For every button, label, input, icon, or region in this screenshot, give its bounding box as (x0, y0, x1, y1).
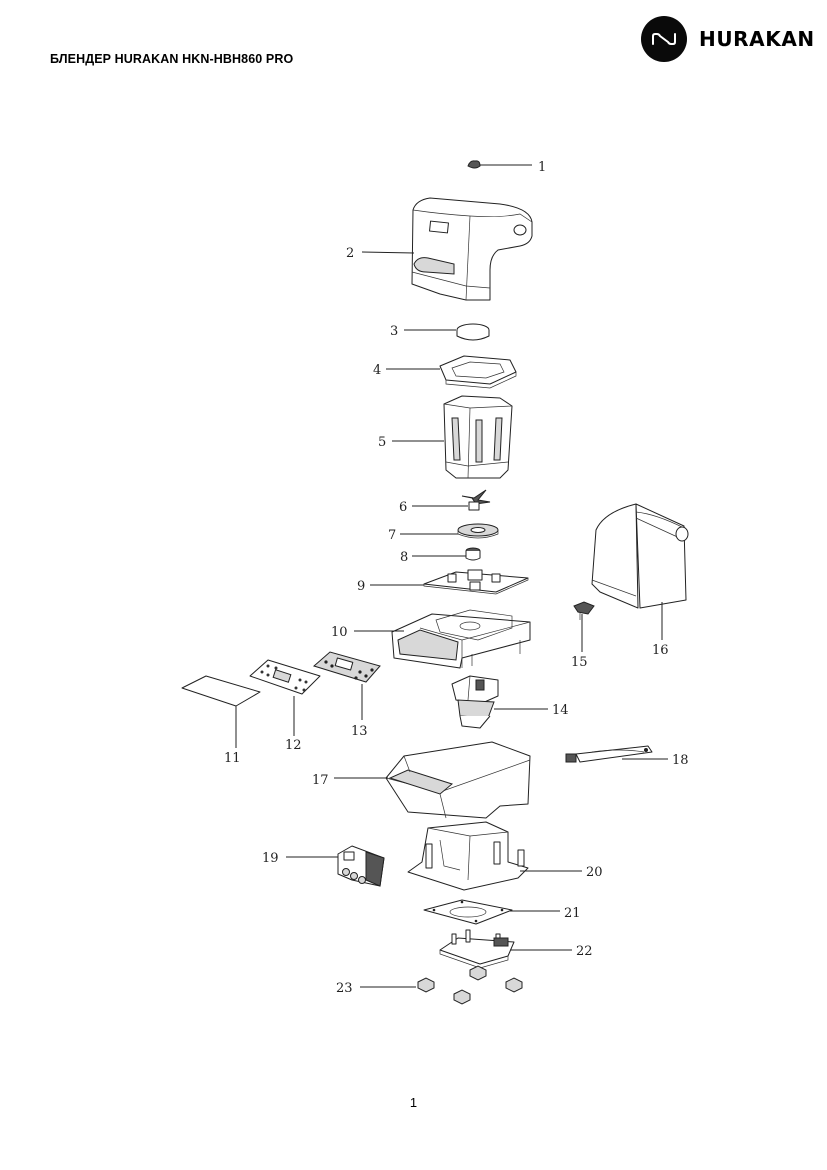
brand-logo: HURAKAN (641, 16, 815, 62)
part-label-11: 11 (224, 751, 241, 766)
part-label-18: 18 (672, 753, 689, 768)
part-label-19: 19 (262, 851, 279, 866)
part-2-enclosure-cover (361, 197, 533, 301)
part-1-cap (467, 160, 532, 169)
part-14-motor (451, 675, 548, 729)
part-13-control-board (312, 651, 381, 720)
part-9-top-plate (370, 569, 529, 595)
part-6-blade-assembly (412, 489, 491, 511)
part-label-14: 14 (552, 703, 569, 718)
part-label-21: 21 (564, 906, 581, 921)
part-22-base-plate (439, 929, 572, 969)
part-8-coupling (412, 547, 481, 561)
part-20-bottom-frame (407, 821, 582, 891)
part-19-power-board (286, 845, 385, 887)
part-label-15: 15 (571, 655, 588, 670)
part-3-lid-plug (404, 323, 490, 341)
part-label-17: 17 (312, 773, 329, 788)
part-label-22: 22 (576, 944, 593, 959)
part-21-gasket (423, 899, 560, 925)
part-label-23: 23 (336, 981, 353, 996)
part-label-20: 20 (586, 865, 603, 880)
part-label-8: 8 (400, 550, 408, 565)
part-11-display-film (181, 675, 261, 748)
part-label-4: 4 (373, 363, 381, 378)
part-5-jar (392, 395, 513, 479)
part-15-switch (573, 601, 595, 652)
part-label-2: 2 (346, 246, 354, 261)
part-7-seal-ring (400, 523, 499, 539)
part-label-13: 13 (351, 724, 368, 739)
part-label-12: 12 (285, 738, 302, 753)
page-number: 1 (409, 1095, 418, 1110)
part-label-16: 16 (652, 643, 669, 658)
part-18-sensor-lever (565, 745, 668, 763)
part-label-5: 5 (378, 435, 386, 450)
part-16-enclosure-door (591, 503, 689, 640)
part-4-jar-lid (386, 355, 517, 389)
part-label-9: 9 (357, 579, 365, 594)
document-title: БЛЕНДЕР HURAKAN HKN-HBH860 PRO (50, 52, 294, 66)
part-label-3: 3 (390, 324, 398, 339)
part-label-10: 10 (331, 625, 348, 640)
logo-mark-icon (641, 16, 687, 62)
part-12-control-membrane (249, 659, 321, 736)
part-17-base-housing (334, 741, 531, 819)
part-label-7: 7 (388, 528, 396, 543)
part-10-upper-housing (354, 609, 531, 669)
part-label-1: 1 (538, 160, 546, 175)
brand-name: HURAKAN (699, 27, 815, 51)
part-label-6: 6 (399, 500, 407, 515)
part-23-rubber-feet (360, 965, 523, 1005)
